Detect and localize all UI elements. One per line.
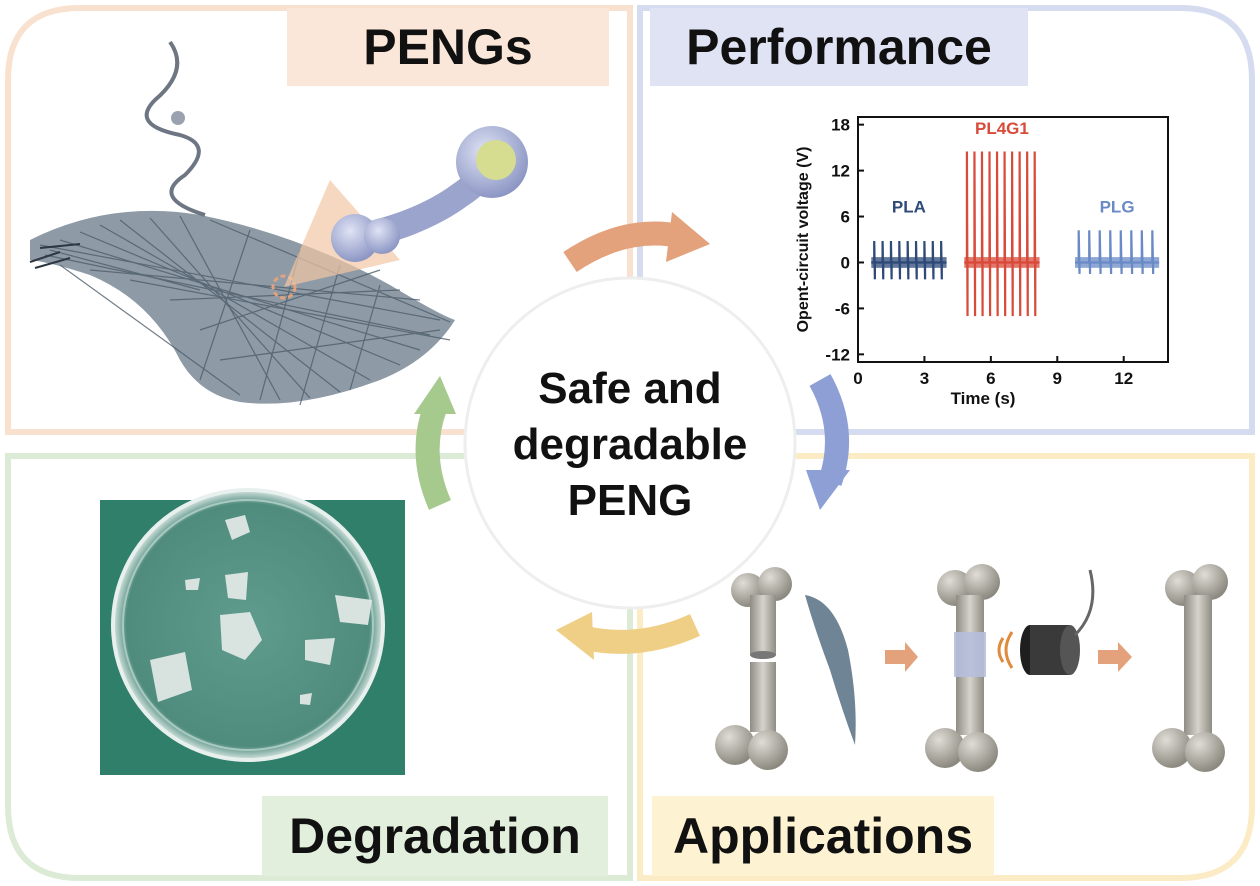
x-tick-label: 0 (853, 369, 862, 388)
performance-panel-frame (637, 5, 1255, 435)
wire-bead (171, 111, 185, 125)
series-noise-band-pla (871, 257, 947, 268)
y-tick-label: 6 (841, 208, 850, 227)
y-tick-label: 12 (831, 162, 850, 181)
petri-dish-photo (100, 488, 405, 775)
center-circle (463, 276, 797, 610)
series-line-pl4g1 (964, 151, 1040, 317)
center-line-2: degradable (512, 419, 748, 469)
step-arrow-2 (1098, 642, 1132, 672)
y-tick-label: 18 (831, 116, 850, 135)
ultrasound-device-icon (997, 569, 1095, 675)
step-arrow-1 (885, 642, 918, 672)
applications-label: Applications (652, 796, 994, 876)
x-axis-label: Time (s) (951, 389, 1016, 408)
wire-illustration (144, 40, 206, 217)
fiber-mat-illustration (29, 210, 455, 406)
x-tick-label: 3 (920, 369, 929, 388)
y-axis-label: Opent-circuit voltage (V) (795, 147, 812, 333)
healing-bone-icon (925, 564, 1000, 772)
fiber-closeup-illustration (331, 126, 528, 262)
fiber-mat-small-icon (805, 595, 856, 745)
arrow-pengs-to-performance (563, 212, 710, 273)
y-tick-label: 0 (841, 253, 850, 272)
degradation-panel-frame (5, 453, 633, 881)
pengs-panel-frame (5, 5, 633, 435)
series-label-pl4g1: PL4G1 (975, 119, 1029, 138)
series-label-pla: PLA (892, 198, 926, 217)
pengs-label: PENGs (287, 8, 609, 86)
series-label-plg: PLG (1100, 198, 1135, 217)
center-title: Safe and degradable PENG (470, 340, 790, 550)
center-line-3: PENG (567, 476, 693, 526)
arrow-performance-to-applications (806, 374, 850, 510)
center-line-1: Safe and (538, 363, 722, 413)
zoom-marker (271, 274, 297, 300)
arrow-degradation-to-pengs (414, 376, 456, 510)
x-tick-label: 6 (986, 369, 995, 388)
series-noise-band-plg (1075, 257, 1160, 268)
plot-frame (857, 116, 1169, 363)
broken-bone-icon (715, 567, 792, 770)
applications-panel-frame (637, 453, 1255, 881)
arrow-applications-to-degradation (556, 612, 700, 660)
x-tick-label: 9 (1053, 369, 1062, 388)
healed-bone-icon (1152, 564, 1228, 772)
degradation-label: Degradation (262, 796, 608, 876)
y-tick-label: -6 (835, 299, 850, 318)
y-tick-label: -12 (825, 345, 850, 364)
x-tick-label: 12 (1114, 369, 1133, 388)
series-noise-band-pl4g1 (964, 257, 1040, 268)
performance-label: Performance (650, 8, 1028, 86)
